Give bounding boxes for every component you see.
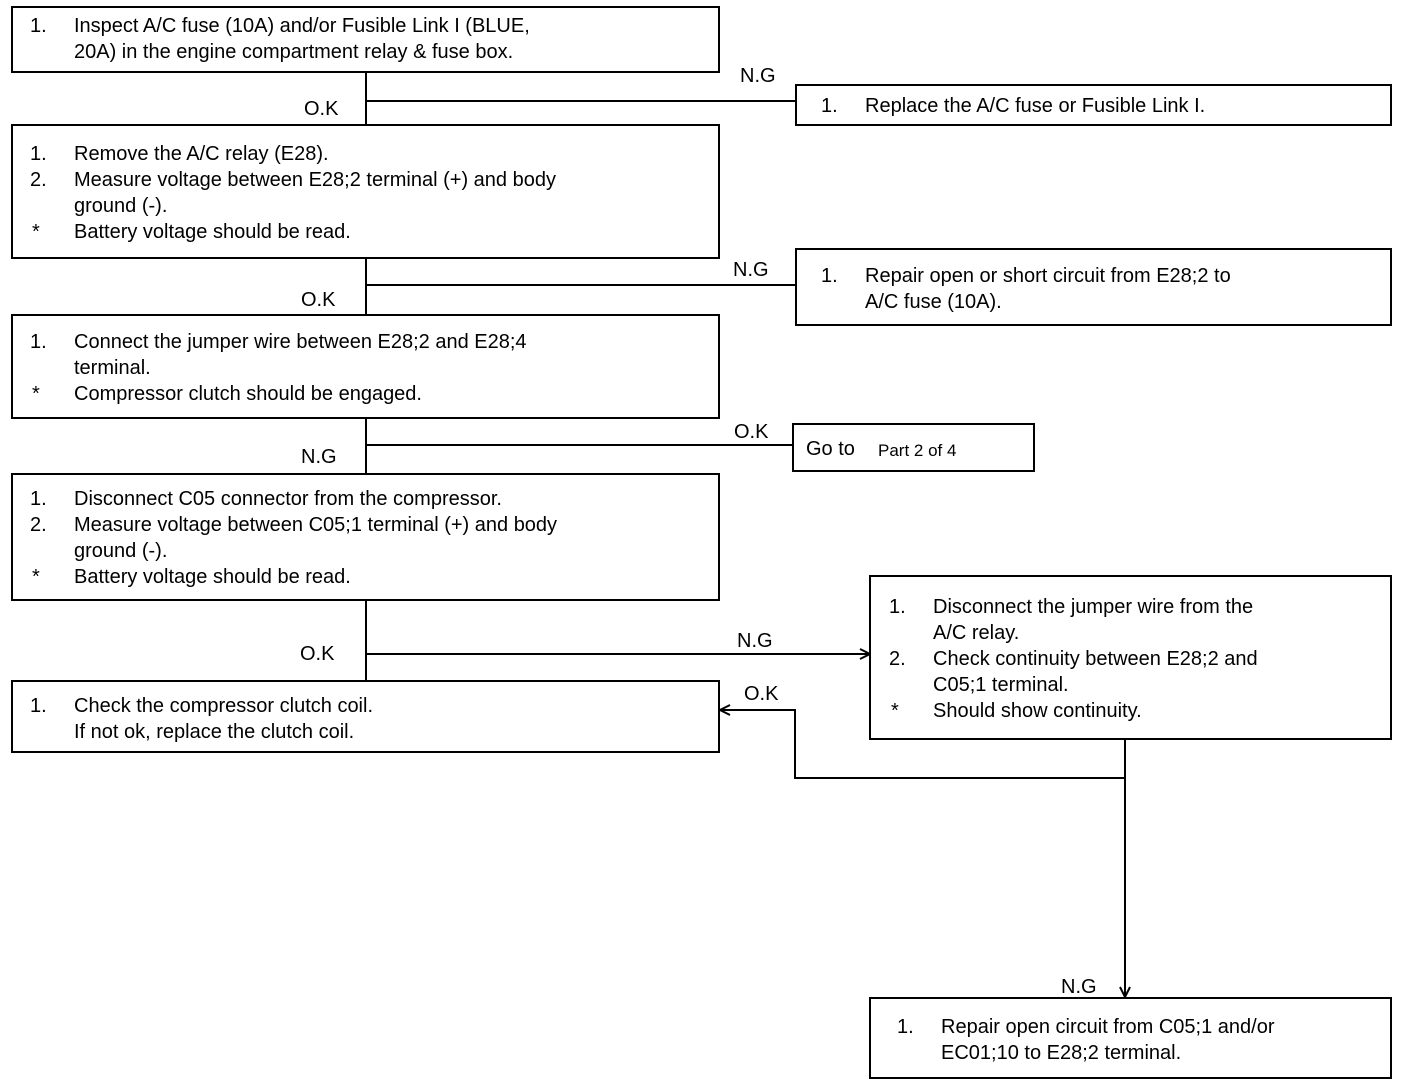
fix3-marker: 1.	[30, 695, 47, 717]
goto-target-link[interactable]: Part 2 of 4	[878, 441, 957, 460]
step2-marker-1: 1.	[30, 143, 47, 165]
step3-item2-line-1: Compressor clutch should be engaged.	[74, 383, 422, 405]
step1-marker: 1.	[30, 15, 47, 37]
step2-item1-line-1: Remove the A/C relay (E28).	[74, 143, 329, 165]
fix4-marker: 1.	[897, 1016, 914, 1038]
step2-item3-line-1: Battery voltage should be read.	[74, 221, 351, 243]
step1-line-2: 20A) in the engine compartment relay & f…	[74, 41, 514, 63]
fix2-marker: 1.	[821, 265, 838, 287]
step5-item2-line-2: C05;1 terminal.	[933, 674, 1069, 696]
goto-box[interactable]: Go to Part 2 of 4	[792, 423, 1035, 472]
fix1-line-1: Replace the A/C fuse or Fusible Link I.	[865, 95, 1206, 117]
step3-item1-line-1: Connect the jumper wire between E28;2 an…	[74, 331, 527, 353]
step4-box: 1. Disconnect C05 connector from the com…	[11, 473, 720, 601]
step1-box: 1. Inspect A/C fuse (10A) and/or Fusible…	[11, 6, 720, 73]
goto-prefix: Go to	[806, 438, 855, 460]
step2-item2-line-2: ground (-).	[74, 195, 168, 217]
label-ok-1: O.K	[304, 98, 339, 120]
fix2-box: 1. Repair open or short circuit from E28…	[795, 248, 1392, 326]
fix3-line-1: Check the compressor clutch coil.	[74, 695, 374, 717]
step3-marker-2: *	[32, 383, 40, 405]
step4-marker-2: 2.	[30, 514, 47, 536]
step5-item1-line-1: Disconnect the jumper wire from the	[933, 596, 1254, 618]
step5-item3-line-1: Should show continuity.	[933, 700, 1142, 722]
label-ng-2: N.G	[733, 259, 769, 281]
step5-box: 1. Disconnect the jumper wire from the A…	[869, 575, 1392, 740]
label-ng-3: N.G	[301, 446, 337, 468]
label-ng-1: N.G	[740, 65, 776, 87]
step2-marker-2: 2.	[30, 169, 47, 191]
step2-marker-3: *	[32, 221, 40, 243]
step4-marker-3: *	[32, 566, 40, 588]
step4-marker-1: 1.	[30, 488, 47, 510]
label-ok-4: O.K	[300, 643, 335, 665]
step5-item2-line-1: Check continuity between E28;2 and	[933, 648, 1258, 670]
step1-line-1: Inspect A/C fuse (10A) and/or Fusible Li…	[74, 15, 530, 37]
fix2-line-2: A/C fuse (10A).	[865, 291, 1002, 313]
fix1-marker: 1.	[821, 95, 838, 117]
step5-marker-1: 1.	[889, 596, 906, 618]
step4-item2-line-1: Measure voltage between C05;1 terminal (…	[74, 514, 558, 536]
label-ng-5: N.G	[1061, 976, 1097, 998]
fix3-line-2: If not ok, replace the clutch coil.	[74, 721, 355, 743]
fix1-box: 1. Replace the A/C fuse or Fusible Link …	[795, 84, 1392, 126]
step5-item1-line-2: A/C relay.	[933, 622, 1020, 644]
label-ok-2: O.K	[301, 289, 336, 311]
label-ok-3: O.K	[734, 421, 769, 443]
step2-item2-line-1: Measure voltage between E28;2 terminal (…	[74, 169, 556, 191]
label-ng-4: N.G	[737, 630, 773, 652]
step5-marker-3: *	[891, 700, 899, 722]
connector-step5-fix3	[720, 710, 1126, 779]
step5-marker-2: 2.	[889, 648, 906, 670]
fix2-line-1: Repair open or short circuit from E28;2 …	[865, 265, 1231, 287]
fix4-line-1: Repair open circuit from C05;1 and/or	[941, 1016, 1275, 1038]
step4-item1-line-1: Disconnect C05 connector from the compre…	[74, 488, 502, 510]
fix4-line-2: EC01;10 to E28;2 terminal.	[941, 1042, 1182, 1064]
step4-item3-line-1: Battery voltage should be read.	[74, 566, 351, 588]
fix4-box: 1. Repair open circuit from C05;1 and/or…	[869, 997, 1392, 1079]
step4-item2-line-2: ground (-).	[74, 540, 168, 562]
step3-marker-1: 1.	[30, 331, 47, 353]
step3-item1-line-2: terminal.	[74, 357, 151, 379]
step2-box: 1. Remove the A/C relay (E28). 2. Measur…	[11, 124, 720, 259]
fix3-box: 1. Check the compressor clutch coil. If …	[11, 680, 720, 753]
step3-box: 1. Connect the jumper wire between E28;2…	[11, 314, 720, 419]
label-ok-5: O.K	[744, 683, 779, 705]
